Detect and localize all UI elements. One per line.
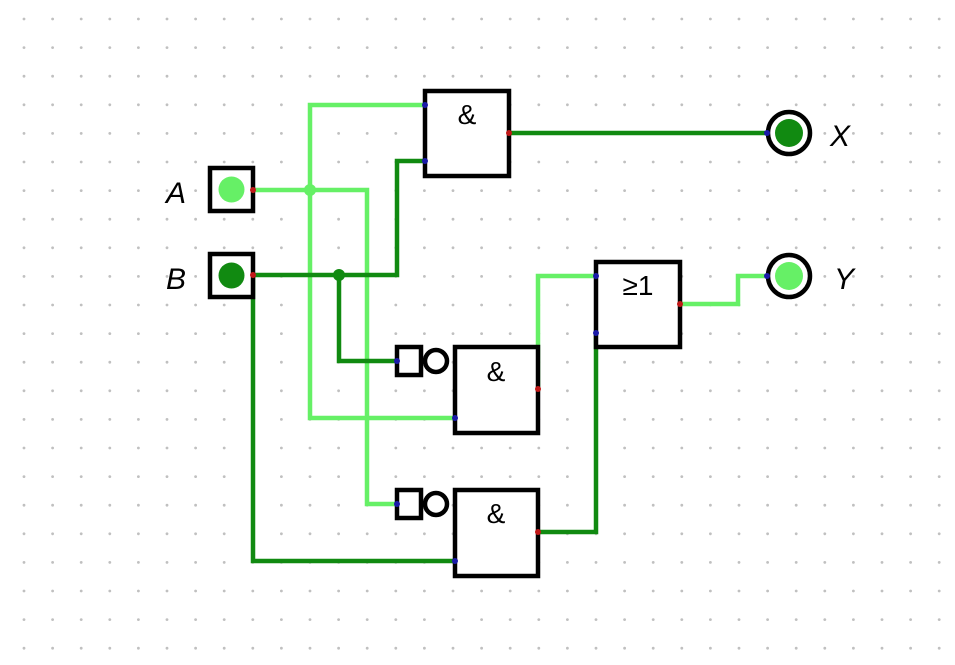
and-gate-bottom-symbol: & [487,498,506,529]
or-gate[interactable]: ≥1 [593,259,683,350]
input-b-label: B [166,263,186,296]
output-x-label: X [829,120,851,153]
input-a[interactable] [207,165,256,214]
and-gate-top-symbol: & [458,99,477,130]
wire-and-bottom-to-or[interactable] [535,330,599,535]
input-b[interactable] [207,251,256,300]
and-gate-bottom[interactable]: & [394,487,541,579]
output-y-label: Y [834,263,856,296]
output-y[interactable] [764,252,813,300]
wire-b[interactable] [250,158,458,564]
and-gate-middle-symbol: & [487,356,506,387]
junction-a [304,184,316,196]
and-gate-top[interactable]: & [422,88,512,179]
junction-b [333,269,345,281]
and-gate-middle[interactable]: & [394,344,541,436]
input-a-label: A [164,177,186,210]
or-gate-symbol: ≥1 [623,270,654,301]
wire-or-to-y[interactable] [677,273,770,307]
output-x[interactable] [764,109,813,157]
